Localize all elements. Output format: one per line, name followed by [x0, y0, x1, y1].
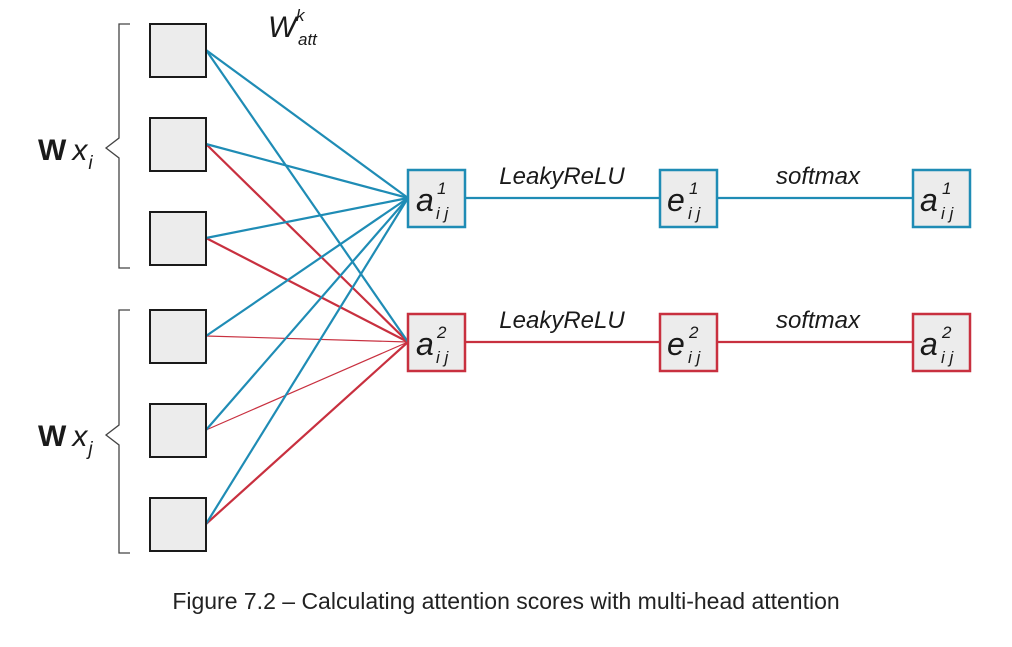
edge-head2-1 [205, 49, 409, 343]
figure-caption: Figure 7.2 – Calculating attention score… [172, 588, 840, 614]
head-1-output-node [911, 168, 972, 229]
edge-head2-6 [205, 341, 409, 525]
connection-lines [205, 49, 913, 525]
head-2-a-sup: 2 [436, 323, 447, 342]
head-1-a-base: a [416, 182, 434, 218]
edge-head1-2 [205, 142, 409, 200]
input-node-5 [149, 403, 207, 458]
head-1-e-sup: 1 [689, 179, 698, 198]
head-1-out-base: a [920, 182, 938, 218]
head-1: a 1 i j LeakyReLU e 1 i j softmax a 1 i … [406, 163, 972, 229]
head-2-out-sub: i j [941, 348, 955, 367]
input-nodes [149, 23, 207, 552]
weight-label-base: W [268, 11, 299, 44]
head-2-score-node [658, 312, 719, 373]
head-2-out-base: a [920, 326, 938, 362]
head-1-score-node [658, 168, 719, 229]
edge-head1-3 [205, 196, 409, 240]
head-1-fn2-label: softmax [776, 163, 861, 190]
head-2-e-base: e [667, 326, 685, 362]
edge-head1-4 [205, 197, 409, 337]
weight-label-sup: k [296, 6, 306, 25]
head-2-attention-node [406, 312, 467, 373]
head-2-out-sup: 2 [941, 323, 952, 342]
bracket-xj [104, 309, 130, 554]
head-2-fn1-label: LeakyReLU [499, 307, 625, 334]
edge-head1-1 [205, 49, 409, 199]
input-node-4 [149, 309, 207, 364]
head-1-e-base: e [667, 182, 685, 218]
edge-head2-4 [205, 335, 409, 343]
weight-label-sub: att [298, 30, 318, 49]
head-1-a-sup: 1 [437, 179, 446, 198]
input-node-1 [149, 23, 207, 78]
head-2-output-node [911, 312, 972, 373]
head-1-fn1-label: LeakyReLU [499, 163, 625, 190]
edge-head1-5 [205, 197, 409, 431]
head-2-a-base: a [416, 326, 434, 362]
head-1-e-sub: i j [688, 204, 702, 223]
edge-head2-3 [205, 237, 409, 343]
head-1-out-sup: 1 [942, 179, 951, 198]
head-2-fn2-label: softmax [776, 307, 861, 334]
edge-head2-2 [205, 143, 409, 343]
head-2-e-sup: 2 [688, 323, 699, 342]
input-node-6 [149, 497, 207, 552]
input-node-2 [149, 117, 207, 172]
head-1-attention-node [406, 168, 467, 229]
bracket-xi [104, 23, 130, 269]
edge-head2-5 [205, 341, 409, 431]
head-1-a-sub: i j [436, 204, 450, 223]
input-node-3 [149, 211, 207, 266]
edge-head1-6 [205, 197, 409, 525]
head-1-out-sub: i j [941, 204, 955, 223]
head-2-e-sub: i j [688, 348, 702, 367]
head-2-a-sub: i j [436, 348, 450, 367]
head-2: a 2 i j LeakyReLU e 2 i j softmax a 2 i … [406, 307, 972, 373]
